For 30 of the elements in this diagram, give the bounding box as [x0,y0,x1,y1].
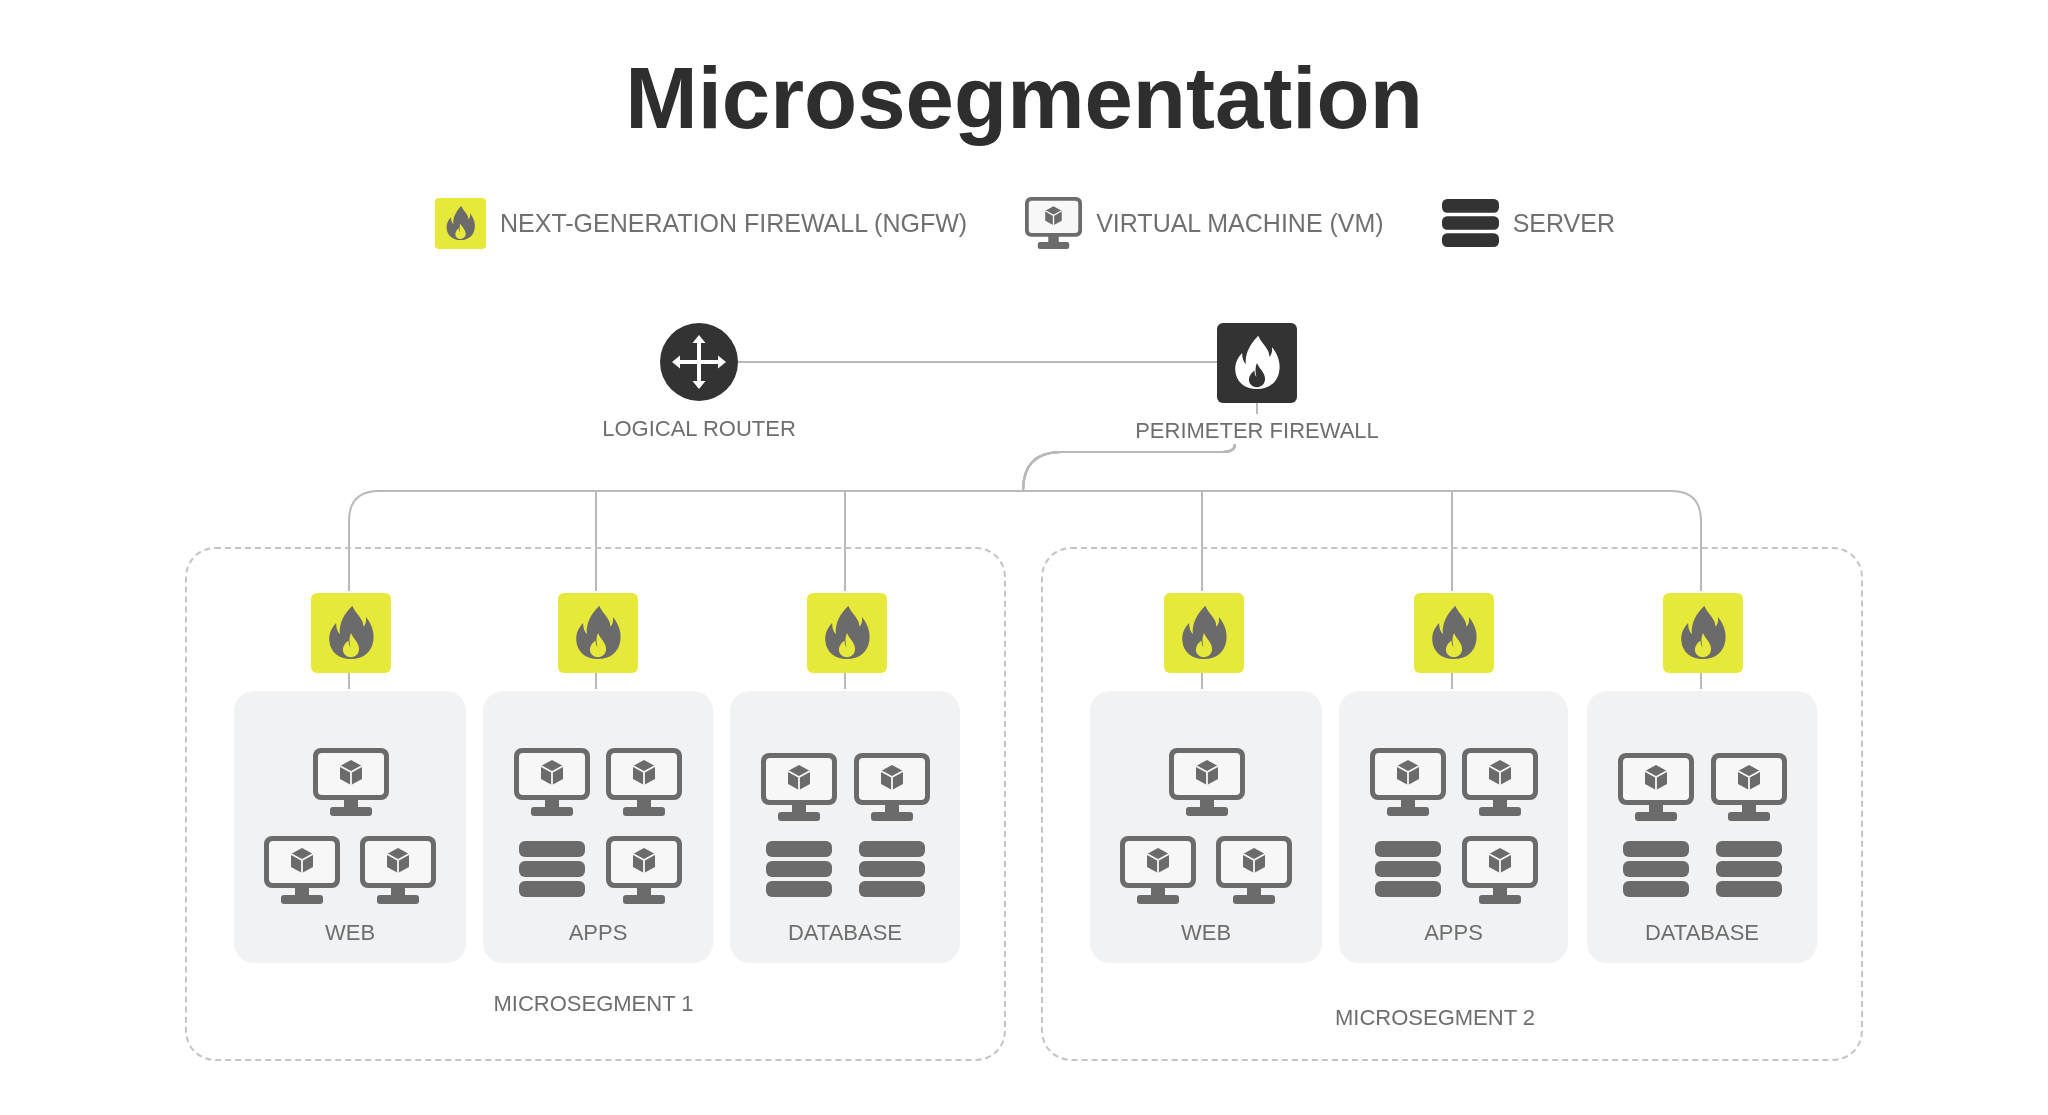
tier-panel [730,691,960,963]
flame-icon [1164,593,1244,673]
flame-icon [807,593,887,673]
tier-panel [483,691,713,963]
connector-line [1022,443,1702,592]
tier-label: APPS [1424,920,1483,946]
tier-label: DATABASE [787,920,903,946]
tier-panel [1339,691,1568,963]
title: Microsegmentation [625,48,1423,148]
segment-label: MICROSEGMENT 2 [1334,1005,1536,1031]
legend-label: SERVER [1512,208,1616,238]
tier-label: DATABASE [1644,920,1760,946]
dashed-boundary [1041,547,1863,1061]
node-label: LOGICAL ROUTER [602,416,796,442]
segment-label: MICROSEGMENT 1 [493,991,694,1017]
tier-label: APPS [568,920,628,946]
flame-icon [558,593,638,673]
legend-label: VIRTUAL MACHINE (VM) [1096,208,1384,238]
flame-icon [311,593,391,673]
node-label: PERIMETER FIREWALL [1135,418,1379,444]
connector-line [737,361,1218,363]
tier-panel [1587,691,1817,963]
legend-label: NEXT-GENERATION FIREWALL (NGFW) [500,208,968,238]
tier-panel [234,691,466,963]
flame-icon [1663,593,1743,673]
tier-label: WEB [324,920,376,946]
tier-panel [1090,691,1322,963]
tier-label: WEB [1180,920,1232,946]
dashed-boundary [185,547,1006,1061]
flame-icon [1414,593,1494,673]
